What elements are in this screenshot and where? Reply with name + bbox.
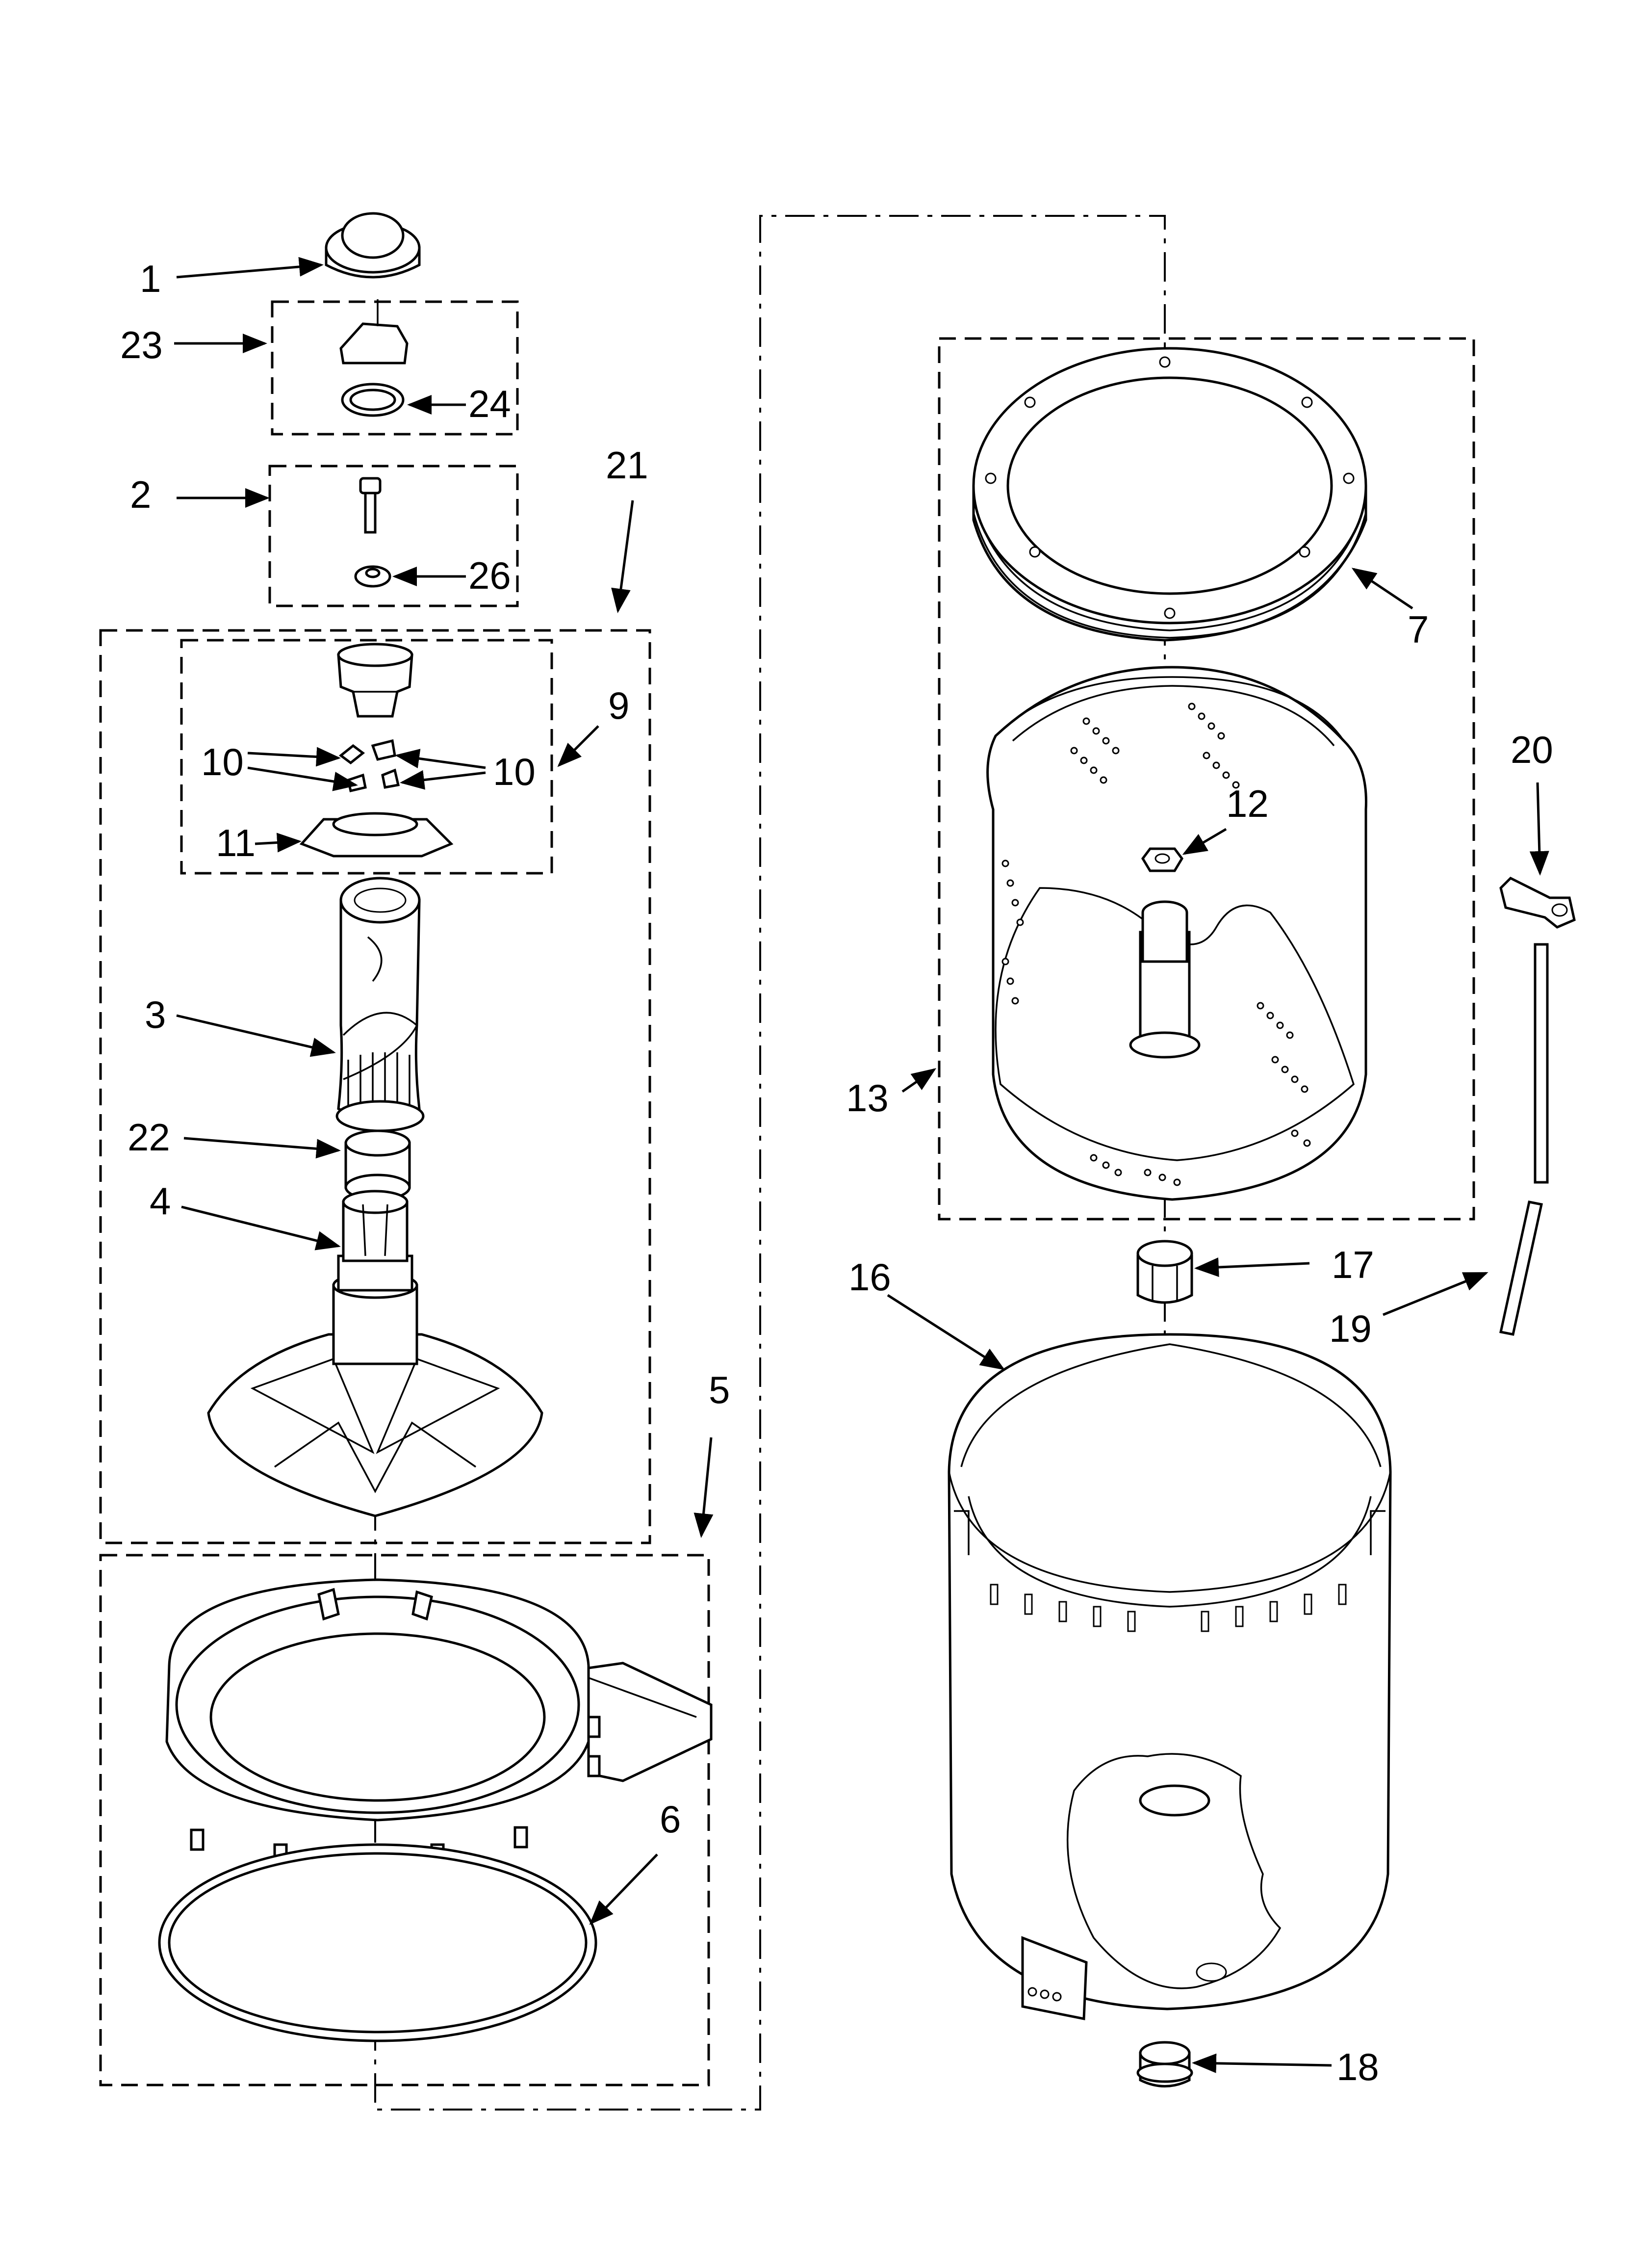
callout-16: 16 [848, 1255, 891, 1299]
part-5-seal-ring [158, 1843, 597, 2042]
callout-12: 12 [1226, 782, 1269, 825]
callout-20: 20 [1511, 728, 1553, 771]
box-23 [271, 300, 519, 436]
callout-10-left: 10 [201, 740, 244, 783]
callout-17: 17 [1332, 1243, 1374, 1286]
part-19-hose [1499, 943, 1549, 1336]
part-24-ring [341, 383, 405, 417]
connector-line [374, 215, 1166, 2111]
tub-slots [990, 1584, 1347, 1632]
part-12-nut [1141, 847, 1184, 872]
part-17-hub [1136, 1240, 1193, 1304]
part-18-grommet [1136, 2041, 1193, 2087]
leader-lines [174, 257, 1549, 2073]
callout-4: 4 [150, 1179, 171, 1223]
part-6-tub-ring [165, 1578, 713, 1868]
callout-19: 19 [1329, 1307, 1372, 1350]
callout-9: 9 [608, 684, 629, 727]
part-7-balance-ring [972, 347, 1367, 642]
callout-1: 1 [140, 257, 161, 300]
callout-26: 26 [468, 554, 511, 597]
part-3-auger [335, 877, 425, 1132]
callout-22: 22 [128, 1116, 170, 1159]
callout-21: 21 [606, 443, 648, 487]
callout-10-right: 10 [493, 750, 536, 793]
callout-18: 18 [1336, 2045, 1379, 2088]
part-4-agitator-base [207, 1190, 543, 1517]
callout-labels: 1 23 24 2 26 21 9 10 10 11 3 22 4 5 6 7 … [120, 257, 1553, 2088]
part-11-cam [299, 812, 454, 858]
box-2 [268, 465, 519, 607]
part-2-bolt [359, 477, 382, 534]
box-7-13 [938, 337, 1475, 1221]
ring-holes [985, 356, 1355, 619]
callout-3: 3 [145, 993, 166, 1036]
callout-5: 5 [709, 1368, 730, 1411]
callout-11: 11 [216, 821, 256, 864]
callout-6: 6 [660, 1798, 681, 1841]
basket-perforations [1001, 703, 1311, 1186]
part-23-fastener-cap [339, 299, 409, 365]
box-9 [180, 639, 553, 875]
callout-23: 23 [120, 323, 163, 366]
callout-24: 24 [468, 382, 511, 425]
part-26-washer [354, 565, 391, 588]
callout-7: 7 [1408, 608, 1429, 651]
part-16-outer-tub [948, 1333, 1392, 2021]
part-20-clip [1499, 876, 1576, 929]
part-13-basket [986, 666, 1367, 1201]
callout-13: 13 [846, 1076, 889, 1120]
part-1-cap [325, 212, 421, 279]
part-9-cam-assembly [337, 643, 413, 718]
box-5 [99, 1554, 710, 2086]
callout-2: 2 [130, 473, 151, 516]
part-22-ratchet [344, 1129, 411, 1201]
